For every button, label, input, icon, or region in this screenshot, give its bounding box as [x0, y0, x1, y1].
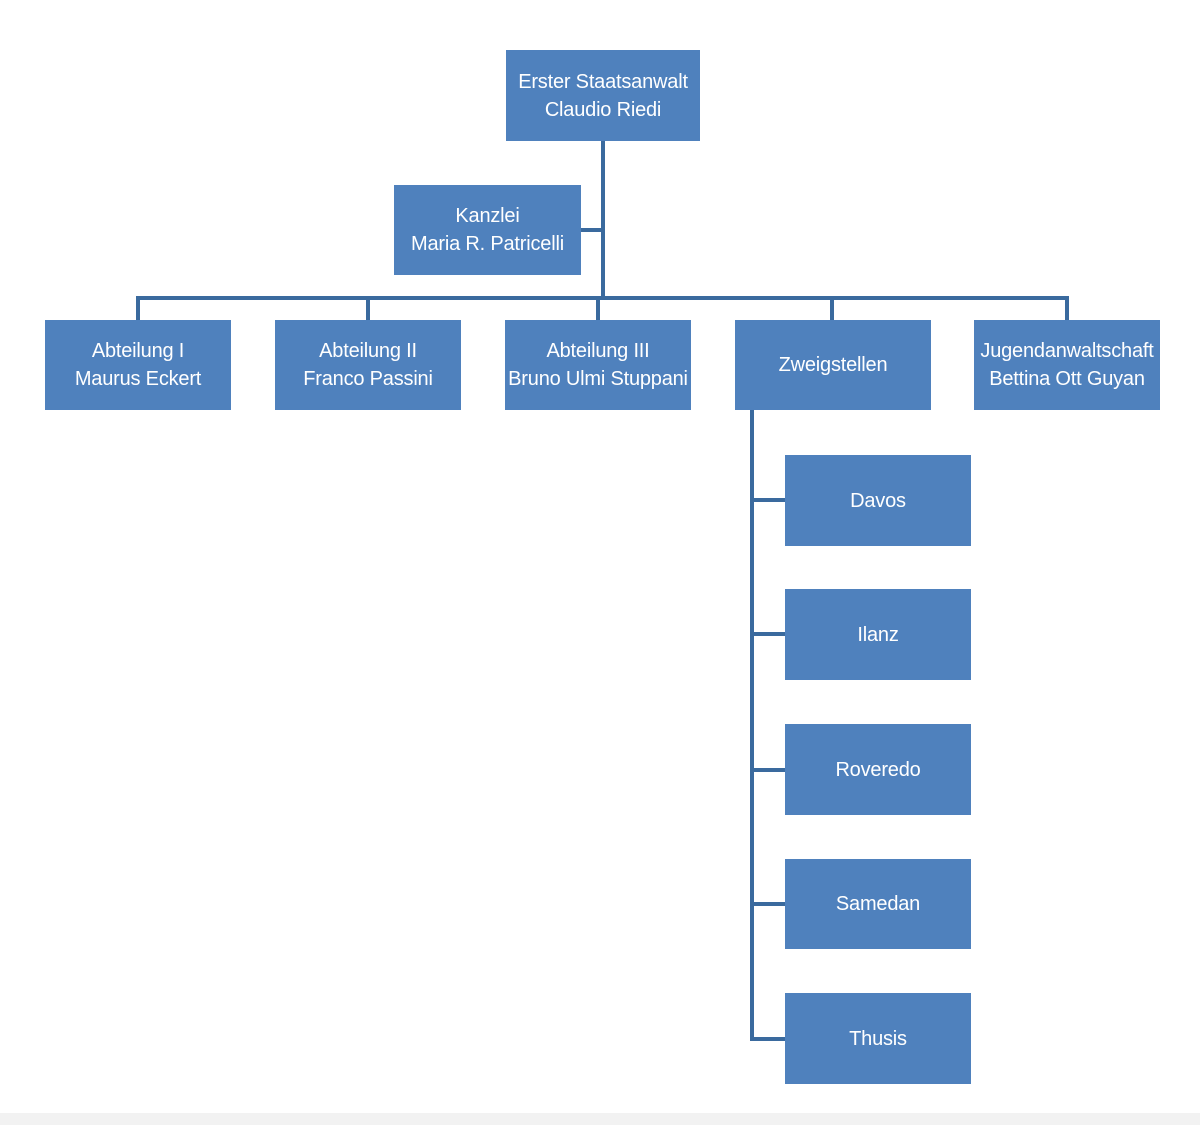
branch-4-label: Samedan [835, 893, 921, 915]
department-5-person: Bettina Ott Guyan [989, 368, 1145, 390]
node-branch-5: Thusis [785, 993, 971, 1084]
department-3-person: Bruno Ulmi Stuppani [508, 368, 688, 390]
node-assistant-title: Kanzlei [455, 205, 520, 227]
department-5-title: Jugendanwaltschaft [980, 340, 1154, 362]
department-2-title: Abteilung II [319, 340, 417, 362]
node-department-2: Abteilung II Franco Passini [275, 320, 461, 410]
department-1-person: Maurus Eckert [74, 368, 202, 390]
department-4-title: Zweigstellen [778, 354, 888, 376]
node-department-5: Jugendanwaltschaft Bettina Ott Guyan [974, 320, 1160, 410]
node-root: Erster Staatsanwalt Claudio Riedi [506, 50, 700, 141]
node-branch-2: Ilanz [785, 589, 971, 680]
department-2-person: Franco Passini [303, 368, 433, 390]
node-department-4: Zweigstellen [735, 320, 931, 410]
branch-5-label: Thusis [849, 1027, 907, 1050]
footer-strip [0, 1113, 1200, 1125]
node-root-title: Erster Staatsanwalt [518, 70, 688, 93]
node-assistant-person: Maria R. Patricelli [411, 233, 564, 255]
node-assistant: Kanzlei Maria R. Patricelli [394, 185, 581, 275]
node-root-person: Claudio Riedi [544, 98, 662, 121]
node-branch-3: Roveredo [785, 724, 971, 815]
node-department-3: Abteilung III Bruno Ulmi Stuppani [505, 320, 691, 410]
node-branch-4: Samedan [785, 859, 971, 949]
department-3-title: Abteilung III [546, 340, 650, 362]
node-branch-1: Davos [785, 455, 971, 546]
branch-1-label: Davos [850, 489, 906, 512]
branch-3-label: Roveredo [835, 758, 921, 781]
node-department-1: Abteilung I Maurus Eckert [45, 320, 231, 410]
department-1-title: Abteilung I [91, 340, 185, 362]
branch-2-label: Ilanz [857, 623, 899, 646]
